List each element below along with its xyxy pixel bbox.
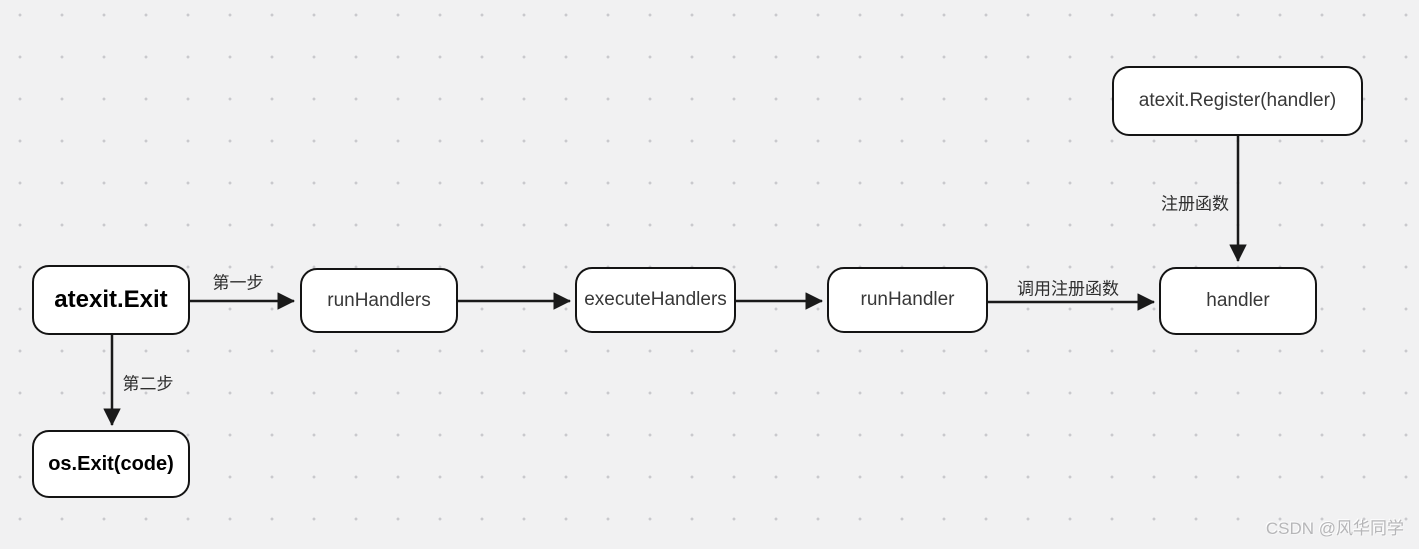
edge-label-step1: 第一步 (212, 273, 264, 293)
edge-label-register-fn: 注册函数 (1161, 194, 1229, 214)
node-atexit-exit: atexit.Exit (32, 265, 190, 335)
edge-label-step2: 第二步 (122, 374, 174, 394)
node-run-handlers: runHandlers (300, 268, 458, 333)
node-run-handler: runHandler (827, 267, 988, 333)
watermark-text: CSDN @风华同学 (1265, 519, 1404, 538)
node-execute-handlers: executeHandlers (575, 267, 736, 333)
node-os-exit: os.Exit(code) (32, 430, 190, 498)
node-handler: handler (1159, 267, 1317, 335)
node-atexit-register: atexit.Register(handler) (1112, 66, 1363, 136)
edge-label-call-registered-fn: 调用注册函数 (1017, 279, 1119, 299)
